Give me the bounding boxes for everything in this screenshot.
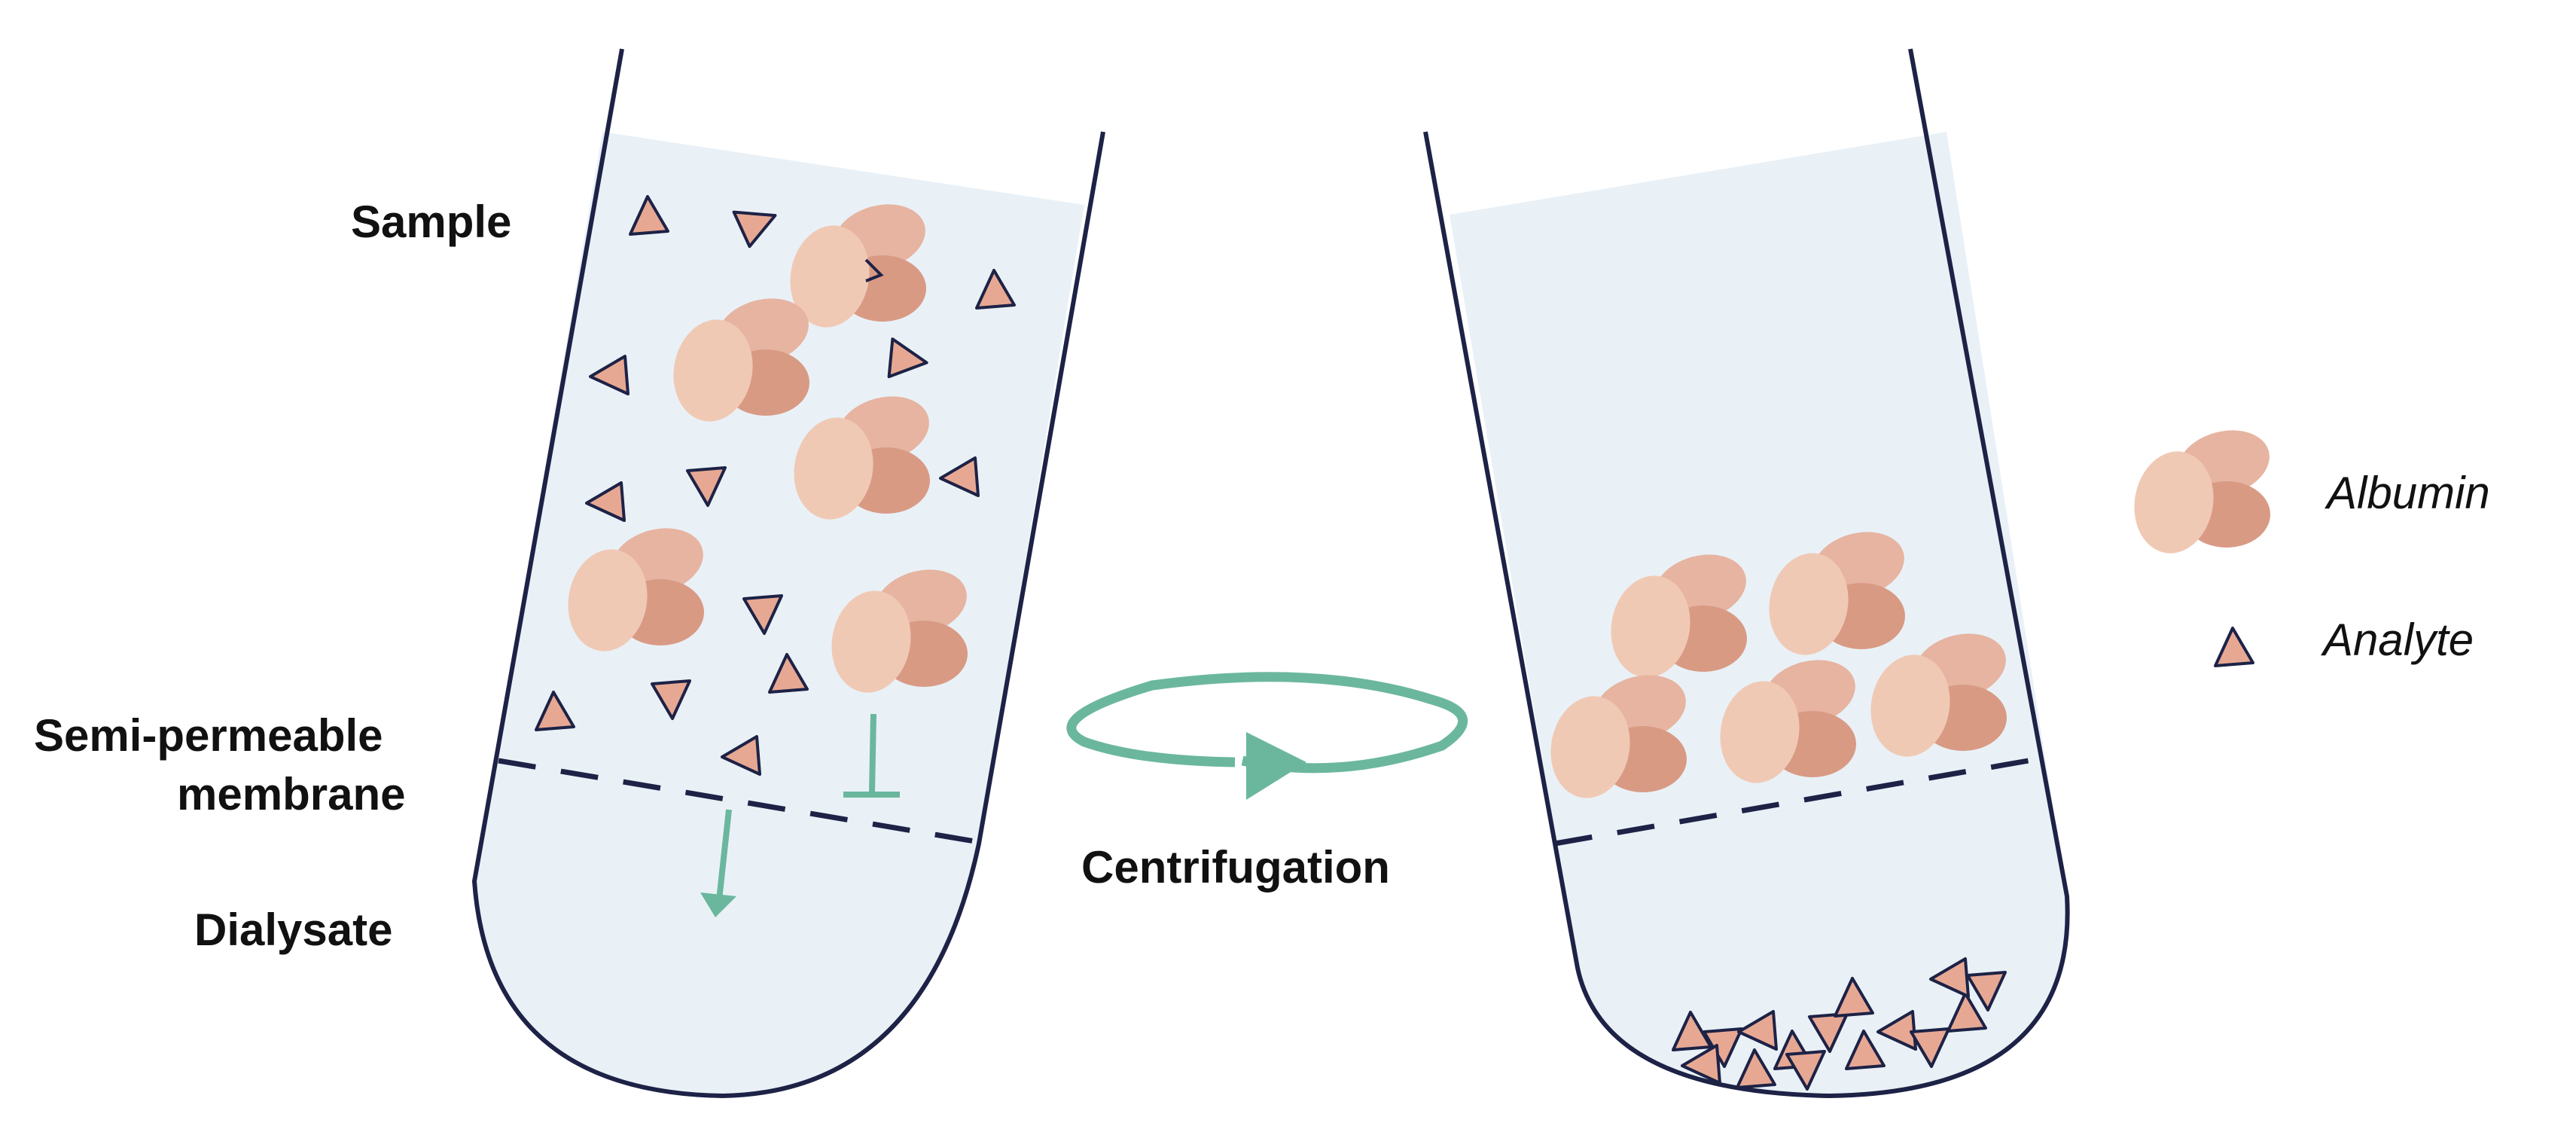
legend-albumin-label: Albumin	[2324, 468, 2490, 518]
dialysate-label: Dialysate	[194, 905, 393, 955]
albumin-clusters-left	[559, 194, 974, 699]
centrifugation-label: Centrifugation	[1081, 842, 1390, 892]
legend: Albumin Analyte	[2126, 420, 2490, 667]
passing-arrow	[700, 809, 736, 917]
left-tube-wall	[472, 48, 1105, 1098]
legend-analyte-label: Analyte	[2321, 615, 2474, 665]
membrane-label-line2: membrane	[177, 769, 405, 819]
legend-analyte-icon	[2214, 627, 2254, 667]
centrifugation-icon	[1066, 672, 1468, 800]
right-tube	[1423, 48, 2070, 1098]
legend-albumin-icon	[2126, 420, 2277, 560]
right-tube-liquid	[1450, 132, 2068, 1096]
left-membrane	[498, 758, 989, 847]
right-tube-wall	[1423, 48, 2070, 1098]
left-tube	[472, 48, 1105, 1098]
membrane-label-line1: Semi-permeable	[34, 710, 383, 761]
right-membrane	[1554, 756, 2038, 847]
albumin-cluster	[782, 194, 933, 334]
blocked-arrow	[843, 713, 900, 798]
sample-label: Sample	[351, 197, 511, 247]
